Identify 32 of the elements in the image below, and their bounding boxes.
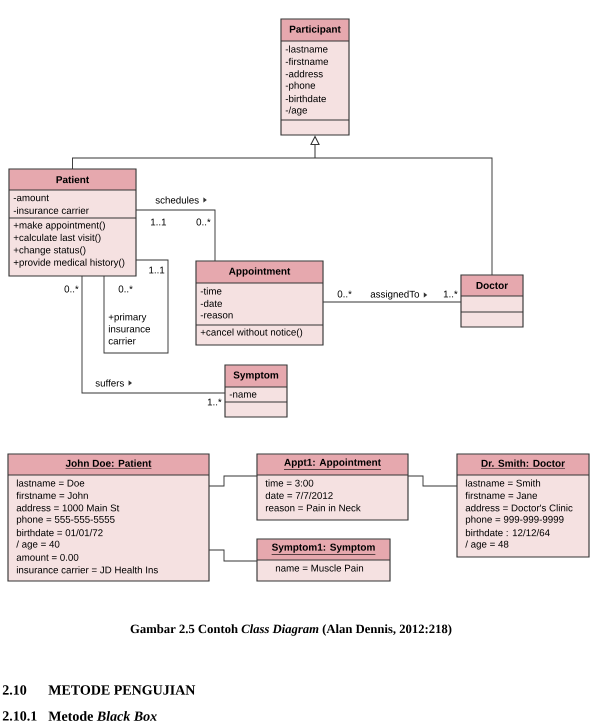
multiplicity-label: 0..* [64,286,79,292]
edge-label: schedules [156,196,199,204]
section-heading: 2.10 [2,685,26,695]
multiplicity-label: 0..* [196,218,211,226]
section-heading: METODE PENGUJIAN [48,685,196,695]
multiplicity-label: 0..* [338,290,352,298]
class-box: Symptom1: Symptom name = Muscle Pain [256,538,391,582]
multiplicity-label: 1..* [444,290,458,298]
class-box: John Doe: Patient lastname = Doe firstname = John address = 1000 Main St phone = 555-555-5555 birthdate = 01/01/72 / age = 40 amount = 0.00 insurance carrier = JD Health Ins [7,453,210,582]
connector-line [104,260,168,354]
class-box: Doctor [460,274,524,328]
edge-label: suffers [96,379,124,387]
class-box: Symptom -name [224,364,288,418]
multiplicity-label: 1..* [208,398,222,406]
section-heading: Metode Black Box [48,711,157,721]
class-box: Dr. Smith: Doctor lastname = Smith firstname = Jane address = Doctor's Clinic phone = 999-999-9999 birthdate : 12/12/64 / age = 48 [456,453,590,558]
connector-line [408,476,457,486]
multiplicity-label: 1..1 [149,266,164,274]
multiplicity-label: 0..* [118,286,133,292]
connector-line [209,476,257,486]
class-box: Appt1: Appointment time = 3:00 date = 7/7/2012 reason = Pain in Neck [256,453,409,521]
class-box: Participant -lastname -firstname -address -phone -birthdate -/age [280,18,350,136]
connector-line [209,550,257,562]
edge-label: +primary insurance carrier [108,313,150,344]
class-box: Patient -amount -insurance carrier +make appointment() +calculate last visit() +change status() +provide medical history() [8,168,137,277]
connector-line [136,210,216,261]
section-heading: 2.10.1 [2,711,37,721]
connector-line [82,276,225,394]
figure-caption: Gambar 2.5 Contoh Class Diagram (Alan Dennis, 2012:218) [130,624,452,636]
multiplicity-label: 1..1 [151,218,166,226]
edge-label: assignedTo [370,290,420,300]
class-box: Appointment -time -date -reason +cancel without notice() [195,260,324,346]
